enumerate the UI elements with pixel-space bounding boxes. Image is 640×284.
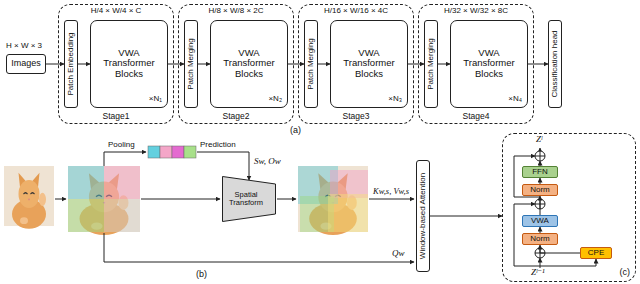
arrow-connector [430, 216, 502, 217]
cat-photo [4, 166, 54, 229]
arrow-connector [78, 64, 90, 65]
node-text: VWA Transformer Blocks [453, 48, 525, 79]
step-label: Prediction [200, 141, 236, 150]
node-text: H/32 × W/32 × 8C [421, 7, 531, 16]
arrow-connector [198, 64, 210, 65]
arrow-connector [540, 245, 580, 253]
stage-group: H/4 × W/4 × C Stage1 Patch Embedding VWA Tr… [58, 4, 174, 124]
stage-group: H/8 × W/8 × 2C Stage2 Patch Merging VWA Tra… [178, 4, 294, 124]
patch-box: Patch Merging [184, 20, 198, 108]
block-panel: (c)FFNNormVWANormCPE [502, 133, 636, 282]
node-text: Stage1 [61, 112, 171, 121]
node-text: ×N₂ [268, 95, 282, 104]
node-text: Norm [525, 186, 555, 195]
node-text: Patch Merging [427, 38, 436, 90]
input-size: H × W × 3 [6, 42, 42, 51]
math-label: Kw,s, Vw,s [373, 187, 409, 196]
node-text: Window-based Attention [419, 173, 428, 259]
transformer-block: VWA Transformer Blocks ×N₄ [450, 20, 528, 108]
node-text: ×N₁ [149, 95, 162, 104]
math-label: Qw [392, 249, 405, 259]
math-label: Zˡ [536, 135, 542, 145]
pooled-tokens [148, 146, 196, 158]
node-text: H/16 × W/16 × 4C [301, 7, 411, 16]
flow-arrows [55, 148, 596, 268]
arrow-connector [168, 64, 184, 65]
node-text: (c) [620, 268, 631, 278]
arrow-connector [408, 64, 424, 65]
head-box: Classification head [548, 20, 562, 108]
transformer-block: VWA Transformer Blocks ×N₁ [90, 20, 168, 108]
node-text: Patch Merging [307, 38, 316, 90]
node-text: VWA [525, 217, 555, 226]
transformer-block: VWA Transformer Blocks ×N₂ [210, 20, 288, 108]
patch-box: Patch Merging [424, 20, 438, 108]
stage-group: H/32 × W/32 × 8C Stage4 Patch Merging VWA T… [418, 4, 534, 124]
node-text: Classification head [551, 30, 560, 97]
arrow-connector [318, 64, 330, 65]
node-text: VWA Transformer Blocks [93, 48, 165, 79]
ffn-box: FFN [522, 166, 558, 178]
node-text: CPE [583, 249, 609, 258]
node-text: Stage2 [181, 112, 291, 121]
node-text: Patch Embedding [67, 32, 76, 95]
node-text: H/4 × W/4 × C [61, 7, 171, 16]
node-text: Norm [525, 235, 555, 244]
arrow-connector [438, 64, 450, 65]
math-label: Zˡ⁻¹ [531, 268, 545, 278]
patch-box: Patch Embedding [64, 20, 78, 108]
transformer-block: VWA Transformer Blocks ×N₃ [330, 20, 408, 108]
arrow-connector [46, 64, 64, 65]
arrow-connector [288, 64, 304, 65]
node-text: Images [9, 59, 43, 69]
window-grid-image [68, 166, 140, 235]
norm-box: Norm [522, 184, 558, 196]
node-text: VWA Transformer Blocks [333, 48, 405, 79]
math-label: Sw, Ow [254, 157, 281, 167]
node-text: ×N₃ [388, 95, 402, 104]
subfigure-tag: (a) [290, 126, 301, 136]
node-text: FFN [525, 168, 555, 177]
norm-box: Norm [522, 233, 558, 245]
arrow-connector [528, 64, 548, 65]
transform-trapezoid: Spatial Transform [222, 176, 276, 222]
node-text: Stage3 [301, 112, 411, 121]
step-label: Pooling [108, 141, 135, 150]
node-text: VWA Transformer Blocks [213, 48, 285, 79]
node-text: H/8 × W/8 × 2C [181, 7, 291, 16]
input-box: Images [6, 54, 46, 74]
node-text: Stage4 [421, 112, 531, 121]
arrow-connector [540, 196, 541, 215]
subfigure-tag: (b) [196, 270, 207, 280]
node-text: Patch Merging [187, 38, 196, 90]
stage-group: H/16 × W/16 × 4C Stage3 Patch Merging VWA T… [298, 4, 414, 124]
attention-box: Window-based Attention [416, 160, 430, 272]
patch-box: Patch Merging [304, 20, 318, 108]
node-text: ×N₄ [508, 95, 522, 104]
attention-box: VWA [522, 215, 558, 227]
node-text: Spatial Transform [224, 191, 268, 208]
varied-window-image [298, 166, 368, 235]
cpe-box: CPE [580, 247, 612, 259]
